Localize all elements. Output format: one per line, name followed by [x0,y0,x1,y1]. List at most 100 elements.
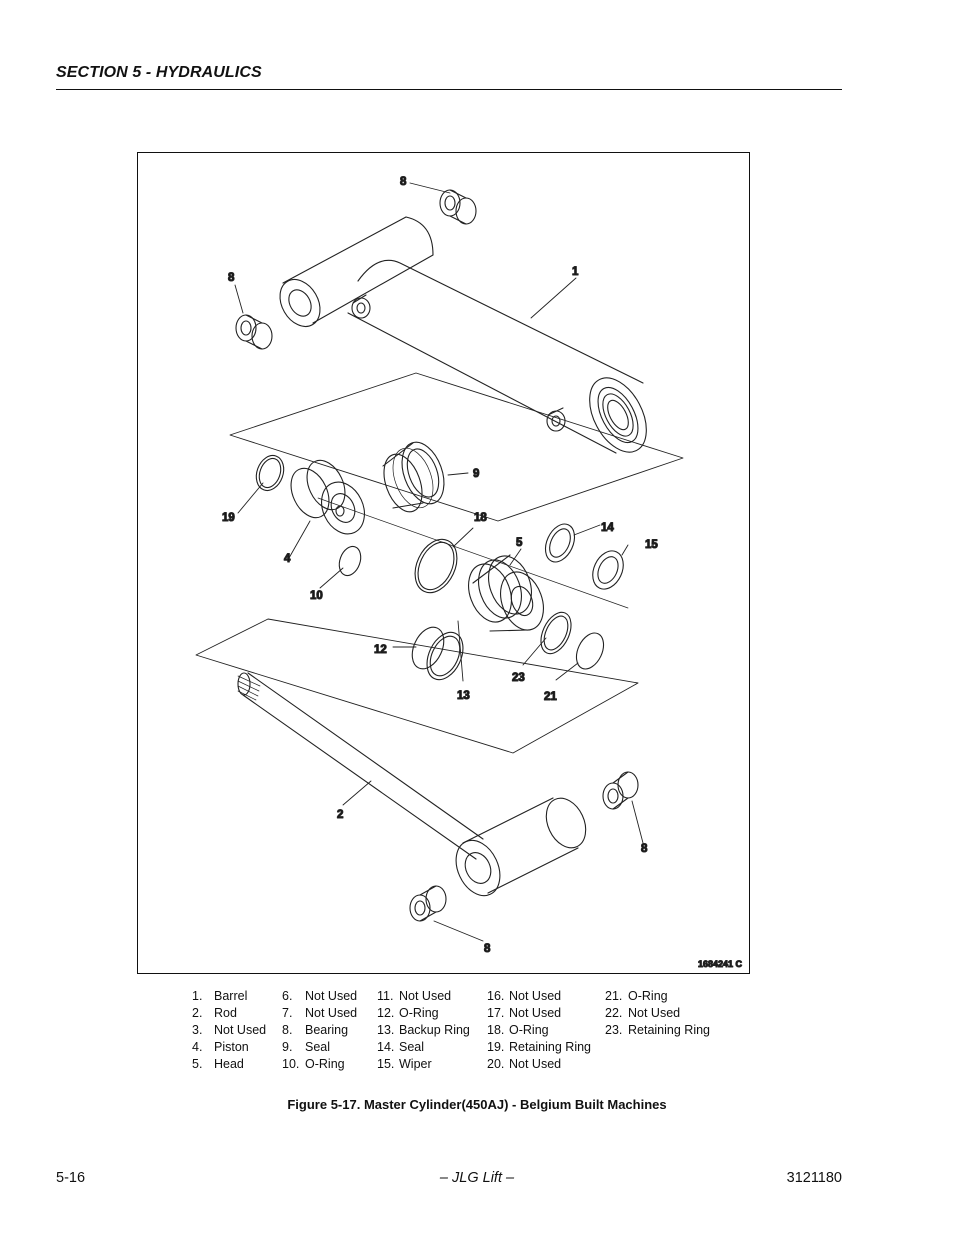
piston-part [290,459,365,535]
item-label: Not Used [628,1006,681,1020]
bearing-top-right [439,189,477,225]
item-label: Piston [214,1040,249,1054]
barrel-part [279,216,647,454]
item-number: 12. [377,1006,395,1020]
bearing-top-left [235,314,273,350]
bearing-bottom-left [409,885,447,922]
item-number: 16. [487,989,505,1003]
legend-item: 19. Retaining Ring [487,1039,591,1056]
legend-item: 13. Backup Ring [377,1022,470,1039]
page-number: 5-16 [56,1170,86,1186]
item-label: O-Ring [399,1006,439,1020]
o-ring-10 [338,545,362,577]
document-number: 3121180 [786,1170,842,1186]
item-number: 18. [487,1023,505,1037]
callout-label: 12 [374,644,387,656]
item-number: 5. [192,1057,203,1071]
callout-label: 8 [228,272,235,284]
drawing-id: 1684241 C [698,959,743,969]
item-number: 9. [282,1040,293,1054]
legend-item: 15.Wiper [377,1056,470,1073]
item-number: 6. [282,989,293,1003]
legend-item: 4. Piston [192,1039,266,1056]
callout-label: 5 [516,537,523,549]
item-label: Wiper [399,1057,432,1071]
item-label: Not Used [305,989,358,1003]
legend-item: 10.O-Ring [282,1056,357,1073]
callout-label: 15 [645,539,658,551]
legend-item: 14. Seal [377,1039,470,1056]
item-label: Backup Ring [399,1023,470,1037]
legend-column-1: 1.Barrel 2.Rod 3.Not Used 4.Piston 5.Hea… [192,988,266,1073]
callout-label: 18 [474,512,487,524]
item-label: Not Used [509,989,562,1003]
item-label: Barrel [214,989,248,1003]
item-label: O-Ring [509,1023,549,1037]
legend-item: 8. Bearing [282,1022,357,1039]
item-label: Not Used [214,1023,267,1037]
legend-column-5: 21.O-Ring 22.Not Used 23.Retaining Ring [605,988,710,1039]
item-number: 7. [282,1006,293,1020]
header-divider [56,89,842,90]
legend-item: 5. Head [192,1056,266,1073]
backup-ring-13 [426,631,464,681]
item-number: 13. [377,1023,395,1037]
retaining-ring-19 [255,454,285,492]
leader-lines [234,182,644,942]
wiper-15 [592,550,624,590]
callout-label: 2 [337,809,343,821]
retaining-ring-23 [540,611,572,655]
legend-item: 20.Not Used [487,1056,591,1073]
legend-item: 23.Retaining Ring [605,1022,710,1039]
item-label: Seal [399,1040,425,1054]
figure-frame: 8 8 1 9 19 18 14 5 15 4 10 12 23 13 21 2… [137,152,750,974]
legend-item: 9.Seal [282,1039,357,1056]
item-number: 4. [192,1040,203,1054]
o-ring-21 [575,632,605,670]
legend-item: 1.Barrel [192,988,266,1005]
legend-item: 22.Not Used [605,1005,710,1022]
legend-item: 2. Rod [192,1005,266,1022]
item-number: 11. [377,989,394,1003]
callout-label: 13 [457,690,470,702]
legend-item: 17. Not Used [487,1005,591,1022]
item-label: Not Used [399,989,452,1003]
callout-label: 1 [572,266,579,278]
item-number: 19. [487,1040,505,1054]
rod-part [237,672,587,897]
item-number: 17. [487,1006,505,1020]
item-label: Head [214,1057,244,1071]
seal-9 [382,441,445,513]
item-number: 14. [377,1040,395,1054]
legend-item: 6. Not Used [282,988,357,1005]
item-number: 21. [605,989,623,1003]
legend-item: 18. O-Ring [487,1022,591,1039]
legend-item: 11. Not Used [377,988,470,1005]
figure-caption: Figure 5-17. Master Cylinder(450AJ) - Be… [287,1097,667,1112]
exploded-view-drawing: 8 8 1 9 19 18 14 5 15 4 10 12 23 13 21 2… [195,175,743,970]
o-ring-12 [411,626,445,670]
item-label: Retaining Ring [509,1040,591,1054]
item-label: Bearing [305,1023,349,1037]
legend-item: 7. Not Used [282,1005,357,1022]
callout-label: 9 [473,468,479,480]
item-label: Rod [214,1006,237,1020]
o-ring-18 [414,538,458,594]
seal-14 [544,523,576,563]
callout-label: 8 [484,943,491,955]
item-label: Not Used [509,1006,562,1020]
assembly-plane-lower [195,618,639,754]
item-number: 20. [487,1057,505,1071]
item-number: 8. [282,1023,293,1037]
item-label: Not Used [305,1006,358,1020]
callout-label: 8 [641,843,648,855]
section-title: SECTION 5 - HYDRAULICS [56,64,262,81]
item-label: O-Ring [305,1057,345,1071]
item-number: 23. [605,1023,623,1037]
item-number: 2. [192,1006,203,1020]
callout-label: 8 [400,176,407,188]
callout-label: 10 [310,590,323,602]
legend-item: 21.O-Ring [605,988,710,1005]
legend-column-3: 11. Not Used 12. O-Ring 13. Backup Ring 14.… [377,988,470,1073]
callout-label: 21 [544,691,557,703]
